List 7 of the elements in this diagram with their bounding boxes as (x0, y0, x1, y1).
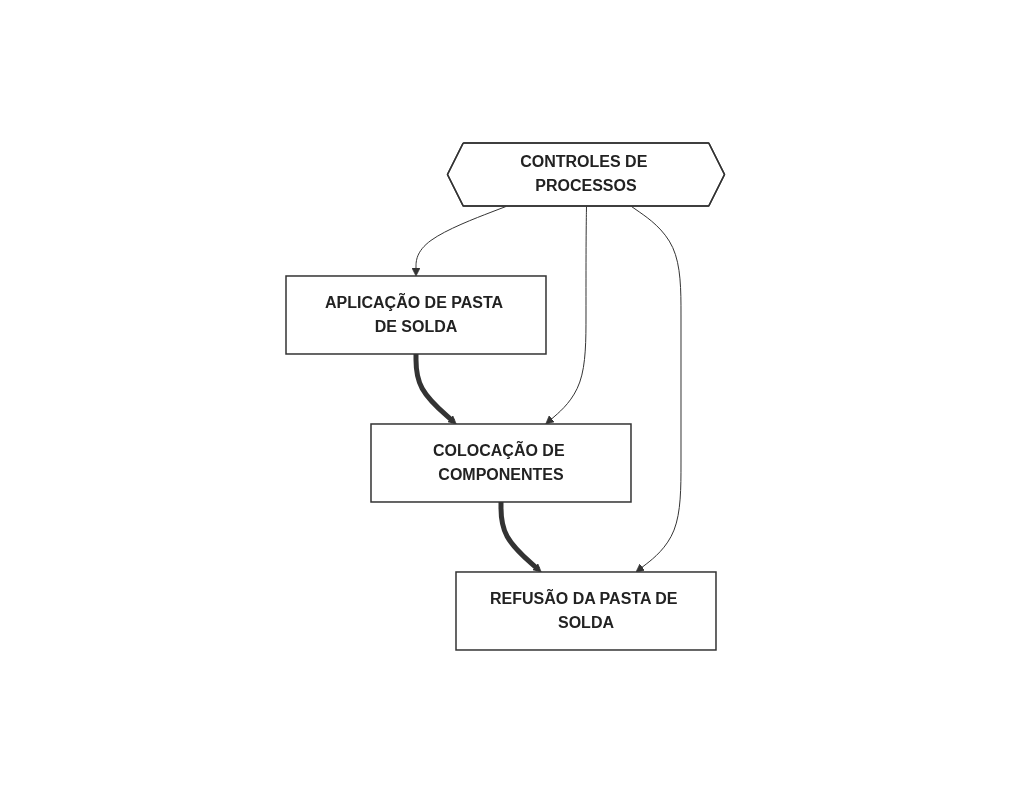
node-box: APLICAÇÃO DE PASTA DE SOLDA (285, 275, 547, 355)
arrow (498, 502, 542, 573)
arrow (413, 354, 457, 425)
node-box: REFUSÃO DA PASTA DE SOLDA (455, 571, 717, 651)
arrow (631, 206, 682, 573)
arrow (545, 206, 588, 425)
node-box: COLOCAÇÃO DE COMPONENTES (370, 423, 632, 503)
